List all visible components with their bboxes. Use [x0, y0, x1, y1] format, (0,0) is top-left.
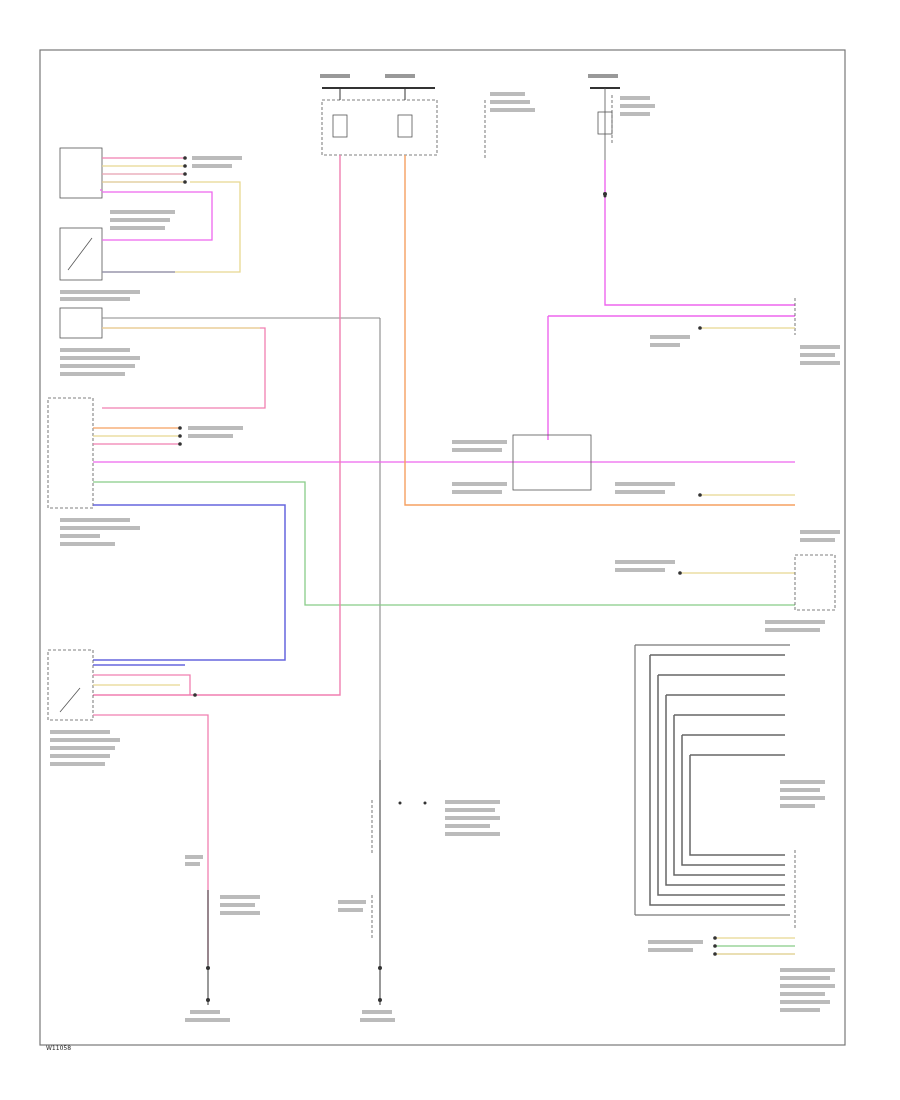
occupant-module [59, 290, 381, 760]
right-connectors [615, 298, 840, 611]
bottom-right-module [648, 937, 835, 1012]
data-bus-connector [634, 620, 825, 930]
fuse-feed-wires [93, 155, 795, 696]
connector-dots [178, 156, 717, 956]
ground-center [338, 760, 500, 1022]
fuse-box-right [588, 74, 655, 160]
fuse-box-center [320, 74, 535, 160]
page-ref-label: W11058 [46, 1045, 71, 1052]
instrument-cluster [59, 147, 175, 281]
cluster-wires [100, 156, 242, 273]
headlamp-switch [47, 649, 209, 965]
diagram-frame [39, 49, 846, 1046]
sensor-module [452, 434, 592, 494]
ground-left [185, 855, 260, 1022]
headlamp-module [47, 397, 795, 661]
